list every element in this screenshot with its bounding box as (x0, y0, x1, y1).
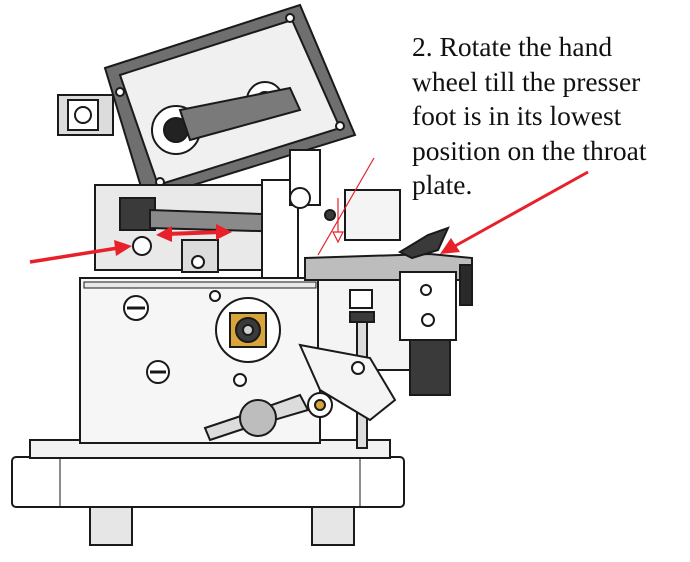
needle-guide-lines (317, 157, 375, 256)
instruction-line-5: plate. (412, 169, 473, 200)
instruction-line-2: wheel till the presser (412, 65, 641, 97)
looper-arm-section (94, 149, 336, 279)
instruction-line-1: 2. Rotate the hand (412, 31, 613, 62)
right-pointer-arrow (440, 170, 589, 254)
machine-base (11, 439, 405, 546)
instruction-line-4: position on the throat (412, 134, 647, 166)
presser-foot-assembly (298, 189, 473, 449)
left-pointer-arrow (29, 240, 132, 264)
adjustment-double-arrow (156, 224, 232, 242)
machine-body (79, 277, 321, 444)
instruction-line-3: foot is in its lowest (412, 100, 622, 131)
instruction-text: 2. Rotate the hand wheel till the presse… (412, 30, 688, 203)
